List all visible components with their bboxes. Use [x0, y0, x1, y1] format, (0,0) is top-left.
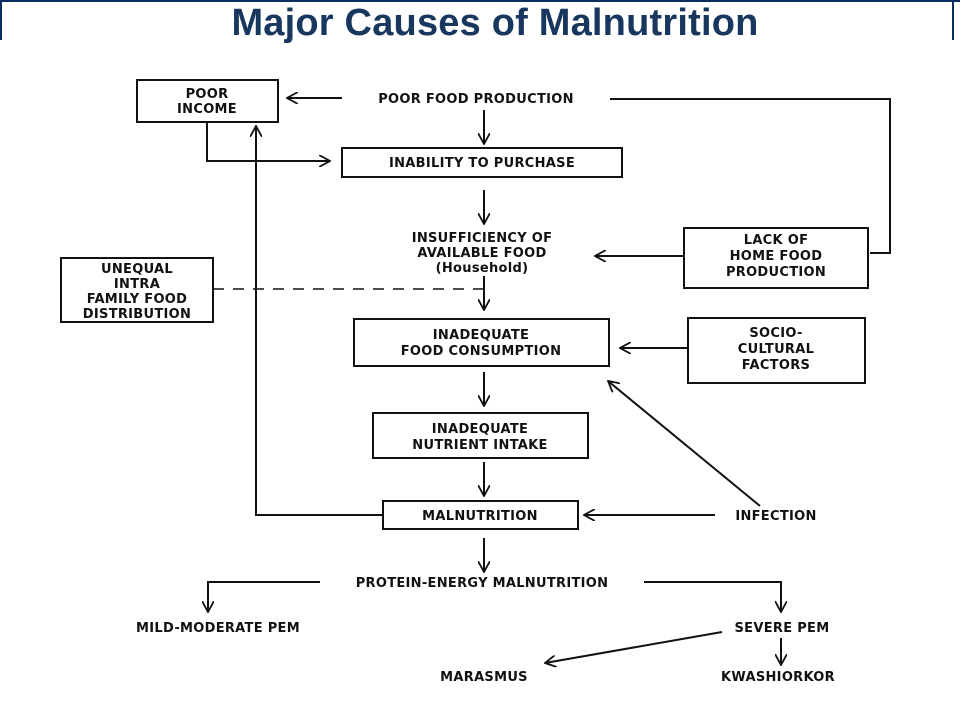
- top-border: [0, 0, 960, 2]
- malnutrition-label: MALNUTRITION: [422, 509, 538, 524]
- unequal-label-2: INTRA: [114, 277, 160, 292]
- severe-pem-label: SEVERE PEM: [735, 621, 830, 636]
- lack-home-food-label-1: LACK OF: [744, 233, 809, 248]
- infection-label: INFECTION: [735, 509, 816, 524]
- pem-label: PROTEIN-ENERGY MALNUTRITION: [356, 576, 609, 591]
- inability-to-purchase-box: [341, 147, 623, 178]
- socio-cultural-box: [687, 317, 866, 384]
- insufficiency-label-3: (Household): [436, 261, 529, 276]
- poor-income-label-2: INCOME: [177, 102, 237, 117]
- marasmus-label: MARASMUS: [440, 670, 528, 685]
- page-title: Major Causes of Malnutrition: [231, 2, 759, 44]
- inadequate-consumption-label-1: INADEQUATE: [433, 328, 529, 343]
- lack-home-food-box: [683, 227, 869, 289]
- unequal-label-4: DISTRIBUTION: [83, 307, 191, 322]
- socio-cultural-label-2: CULTURAL: [738, 342, 814, 357]
- poor-income-box: [136, 79, 279, 123]
- inadequate-consumption-box: [353, 318, 610, 367]
- unequal-label-3: FAMILY FOOD: [87, 292, 188, 307]
- inadequate-nutrient-label-2: NUTRIENT INTAKE: [412, 438, 547, 453]
- poor-income-label-1: POOR: [186, 87, 229, 102]
- malnutrition-box: [382, 500, 579, 530]
- inadequate-nutrient-label-1: INADEQUATE: [432, 422, 528, 437]
- socio-cultural-label-3: FACTORS: [742, 358, 810, 373]
- inadequate-nutrient-box: [372, 412, 589, 459]
- lack-home-food-label-2: HOME FOOD: [730, 249, 823, 264]
- lack-home-food-label-3: PRODUCTION: [726, 265, 826, 280]
- left-border-mark: [0, 0, 2, 40]
- inadequate-consumption-label-2: FOOD CONSUMPTION: [401, 344, 562, 359]
- poor-food-production-label: POOR FOOD PRODUCTION: [378, 92, 574, 107]
- connectors: [207, 98, 891, 665]
- unequal-distribution-box: [60, 257, 214, 323]
- right-border-mark: [952, 0, 954, 40]
- insufficiency-label-2: AVAILABLE FOOD: [417, 246, 546, 261]
- insufficiency-label-1: INSUFFICIENCY OF: [412, 231, 553, 246]
- unequal-label-1: UNEQUAL: [101, 262, 173, 277]
- socio-cultural-label-1: SOCIO-: [749, 326, 802, 341]
- mild-moderate-label: MILD-MODERATE PEM: [136, 621, 300, 636]
- kwashiorkor-label: KWASHIORKOR: [721, 670, 835, 685]
- inability-to-purchase-label: INABILITY TO PURCHASE: [389, 156, 575, 171]
